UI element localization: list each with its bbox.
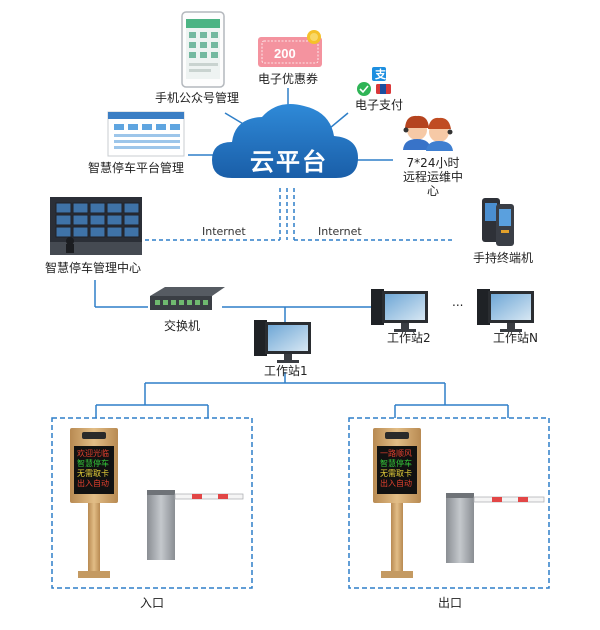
internet-links <box>145 188 455 241</box>
entrance-barrier-icon <box>147 490 244 560</box>
wechat-pay-icon <box>357 82 371 96</box>
management-center-photo <box>50 197 142 255</box>
workstation-1-icon <box>254 320 311 363</box>
workstation-n-icon <box>477 289 534 332</box>
coupon-amount: 200 <box>274 46 296 61</box>
mobile-account-label: 手机公众号管理 <box>155 91 240 105</box>
exit-display-line-2: 智慧停车 <box>380 458 412 468</box>
alipay-icon <box>372 67 386 81</box>
handheld-label: 手持终端机 <box>473 251 534 265</box>
platform-screen-icon <box>107 111 185 157</box>
mobile-phone-icon <box>181 11 225 88</box>
internet-right-label: Internet <box>318 225 362 238</box>
workstation-2-label: 工作站2 <box>387 331 431 345</box>
ops-center-label: 7*24小时 远程运维中心 <box>402 156 463 198</box>
switch-label: 交换机 <box>164 319 201 333</box>
management-center-label: 智慧停车管理中心 <box>45 261 142 275</box>
handheld-terminal-icon <box>482 198 514 246</box>
workstation-1-label: 工作站1 <box>264 364 308 378</box>
payment-label: 电子支付 <box>355 98 404 112</box>
network-switch-icon <box>150 287 225 310</box>
workstation-n-label: 工作站N <box>493 331 538 345</box>
workstation-2-icon <box>371 289 428 332</box>
entrance-lane-box <box>51 417 253 589</box>
coupon-label: 电子优惠券 <box>258 72 319 86</box>
entrance-label: 入口 <box>140 596 165 610</box>
entrance-kiosk-icon: 欢迎光临 智慧停车 无需取卡 出入自动 <box>70 428 118 578</box>
exit-display-line-3: 无需取卡 <box>380 468 412 478</box>
lan-lines <box>94 280 509 418</box>
exit-lane-box <box>348 417 550 589</box>
cloud-platform-label: 云平台 <box>250 148 328 176</box>
entrance-display-line-1: 欢迎光临 <box>77 448 109 458</box>
svg-text:支: 支 <box>374 67 387 81</box>
exit-display-line-4: 出入自动 <box>380 478 412 488</box>
coupon-icon: 200 <box>258 30 322 67</box>
payment-icons: 支 <box>357 67 391 96</box>
exit-label: 出口 <box>438 596 463 610</box>
exit-display-line-1: 一路顺风 <box>380 448 412 458</box>
exit-barrier-icon <box>446 493 545 563</box>
ellipsis-label: ... <box>452 295 464 309</box>
ops-support-icon <box>403 115 453 151</box>
entrance-display-line-4: 出入自动 <box>77 478 109 488</box>
exit-kiosk-icon: 一路顺风 智慧停车 无需取卡 出入自动 <box>373 428 421 578</box>
line-payment <box>329 112 349 129</box>
internet-left-label: Internet <box>202 225 246 238</box>
entrance-display-line-2: 智慧停车 <box>77 458 109 468</box>
smart-platform-label: 智慧停车平台管理 <box>88 161 185 175</box>
cloud-platform <box>212 104 358 178</box>
entrance-display-line-3: 无需取卡 <box>77 468 109 478</box>
